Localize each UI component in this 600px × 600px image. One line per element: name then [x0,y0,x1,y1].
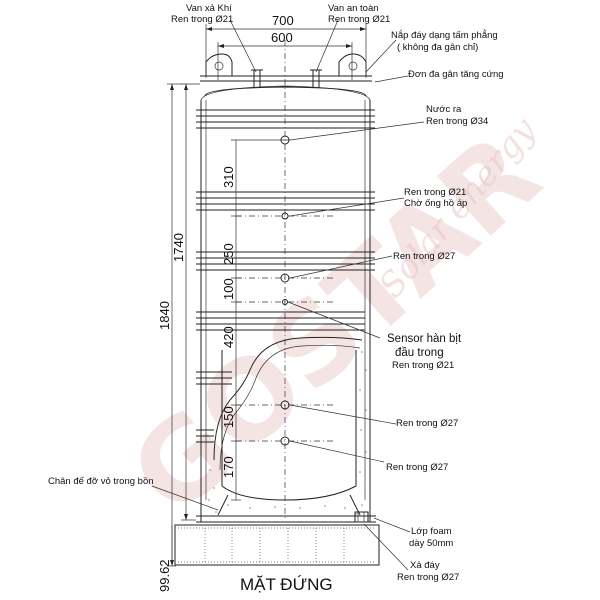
dim-420: 420 [221,326,236,348]
leader-lines [151,19,425,571]
dim-inner-width: 600 [271,30,293,45]
label-sensor-1: Sensor hàn bịt [387,333,462,345]
dim-310: 310 [221,166,236,188]
dim-1840: 1840 [157,301,172,330]
dimension-lines [167,24,367,567]
label-safety-valve: Van an toàn [328,3,379,14]
dim-150: 150 [221,406,236,428]
label-flat-lid-1: Nắp đáy dạng tấm phẳng [391,29,498,41]
label-sensor-2: đầu trong [395,347,444,359]
dim-outer-width: 700 [272,13,294,28]
dim-100: 100 [221,278,236,300]
label-water-out: Nước ra [426,104,462,115]
label-drain-thread: Ren trong Ø27 [397,572,459,583]
label-inner-support: Chân đế đỡ vỏ trong bồn [48,476,154,487]
label-gauge-port: Chờ ống hồ áp [404,198,467,209]
dim-170: 170 [221,456,236,478]
ports [236,135,336,446]
dim-1740: 1740 [171,233,186,262]
label-air-vent-thread: Ren trong Ø21 [171,14,233,25]
label-port-27-low: Ren trong Ø27 [386,462,448,473]
label-drain: Xả đáy [410,560,440,571]
label-foam-2: dày 50mm [409,538,453,549]
label-port-27-top: Ren trong Ø27 [393,251,455,262]
label-safety-valve-thread: Ren trong Ø21 [328,14,390,25]
drawing-title: MẶT ĐỨNG [240,575,333,594]
dim-250: 250 [221,243,236,265]
label-flat-lid-2: ( không đa gân chỉ) [397,42,478,53]
label-sensor-thread: Ren trong Ø21 [392,360,454,371]
foam-speckle [208,351,367,515]
label-gauge-thread: Ren trong Ø21 [404,187,466,198]
label-foam-1: Lớp foam [411,526,452,537]
rib-bands [196,109,375,443]
outer-shell [174,53,380,566]
port-sensor [282,299,288,305]
label-air-vent: Van xả Khí [186,3,232,14]
label-water-out-thread: Ren trong Ø34 [426,116,488,127]
label-port-27-mid: Ren trong Ø27 [396,418,458,429]
watermark: GOSTAR Solar energy [107,110,564,539]
dim-base: 99.62 [157,559,172,592]
label-rib-ring: Đơn đa gân tăng cứng [408,69,504,80]
